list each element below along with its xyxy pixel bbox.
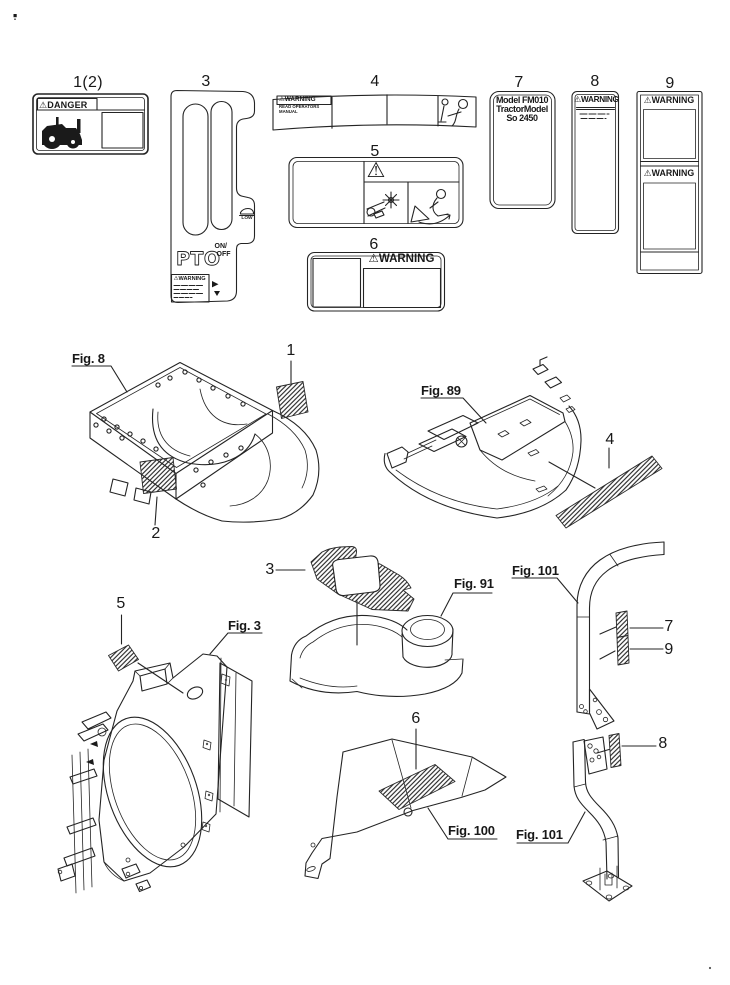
decal-3-pto-drawing: PTO	[170, 89, 256, 304]
fig-3-fan-shroud-drawing	[57, 644, 253, 894]
fig-91-belt-cover-drawing	[289, 614, 464, 698]
model-line-1: Model FM010	[495, 94, 549, 105]
placement-callout-2: 2	[151, 525, 161, 542]
placement-callout-9: 9	[664, 641, 674, 658]
decal-4-callout: 4	[370, 73, 380, 90]
fig-101-upper-rops-drawing	[576, 541, 665, 730]
decal-9-warning-header-bottom: ⚠WARNING	[643, 168, 695, 178]
stray-print-marks	[13, 14, 712, 970]
decal-9-placement-patch	[616, 635, 630, 666]
decal-2-placement-patch	[139, 457, 177, 494]
placement-callout-8: 8	[658, 735, 668, 752]
decal-7-placement-patch	[615, 610, 629, 638]
fig-101-lower-rops-drawing	[572, 733, 657, 902]
fig-8-label: Fig. 8	[72, 351, 105, 366]
decal-6-placement-patch	[378, 764, 456, 810]
decal-8-placement-patch	[608, 733, 622, 768]
placement-callout-4: 4	[605, 431, 615, 448]
decal-4-warning-header: ⚠WARNING	[279, 95, 316, 103]
fig-8-frame-drawing	[89, 361, 320, 523]
placement-callout-5: 5	[116, 595, 126, 612]
decal-3-callout: 3	[201, 73, 211, 90]
model-line-3: So 2450	[506, 113, 538, 124]
pto-text: PTO	[176, 248, 221, 270]
decal-8-warning-header: ⚠WARNING	[574, 94, 619, 104]
placement-callout-1: 1	[286, 342, 296, 359]
pto-off-text: OFF	[216, 250, 231, 258]
decal-3-placement-silhouette	[310, 546, 415, 646]
decal-7-callout: 7	[514, 74, 524, 91]
decal-7-model-plate-drawing	[489, 90, 556, 210]
pinch-hazard-pictogram	[366, 191, 400, 219]
decal-5-warning-drawing	[288, 156, 464, 229]
decal-5-hazard-triangle: ⚠	[366, 159, 386, 182]
fig-89-label: Fig. 89	[421, 383, 461, 398]
fig-89-cowl-drawing	[383, 356, 663, 529]
decal-6-callout: 6	[369, 236, 379, 253]
decal-6-warning-drawing	[306, 251, 446, 312]
decal-9-warning-drawing	[636, 90, 703, 275]
decal-3-warning-header: ⚠WARNING	[173, 275, 206, 282]
decal-8-warning-drawing	[571, 90, 620, 235]
fig-101-upper-label: Fig. 101	[512, 563, 559, 578]
decal-4-subtext-1: READ OPERATORS	[279, 104, 320, 109]
model-line-2: TractorModel	[496, 103, 548, 114]
decal-1-callout: 1(2)	[73, 74, 103, 91]
decal-4-placement-patch	[555, 455, 663, 529]
placement-callout-7: 7	[664, 618, 674, 635]
placement-callout-3: 3	[265, 561, 275, 578]
fig-100-guard-plate-drawing	[304, 738, 507, 880]
decal-7-model-text: Model FM010 TractorModel So 2450	[491, 94, 553, 124]
decal-8-callout: 8	[590, 73, 600, 90]
fig-91-label: Fig. 91	[454, 576, 494, 591]
decal-4-subtext-2: MANUAL	[279, 109, 298, 114]
fig-100-label: Fig. 100	[448, 823, 495, 838]
decal-9-warning-header-top: ⚠WARNING	[643, 94, 695, 105]
low-speed-text: LOW	[241, 215, 253, 221]
decal-1-placement-patch	[276, 381, 309, 419]
decal-6-warning-header: ⚠WARNING	[368, 253, 435, 265]
decal-1-danger-drawing	[32, 93, 149, 155]
callout-leader-lines	[71, 360, 610, 844]
fall-hazard-pictogram	[410, 188, 451, 225]
fig-3-label: Fig. 3	[228, 618, 261, 633]
placement-callout-6: 6	[411, 710, 421, 727]
pto-on-text: ON/	[214, 243, 227, 250]
danger-header-text: ⚠DANGER	[39, 99, 88, 110]
decal-5-placement-patch	[108, 644, 139, 672]
decal-9-callout: 9	[665, 75, 675, 92]
decal-5-callout: 5	[370, 143, 380, 160]
decal-4-curved-warning-drawing	[272, 94, 477, 131]
fig-101-lower-label: Fig. 101	[516, 827, 563, 842]
